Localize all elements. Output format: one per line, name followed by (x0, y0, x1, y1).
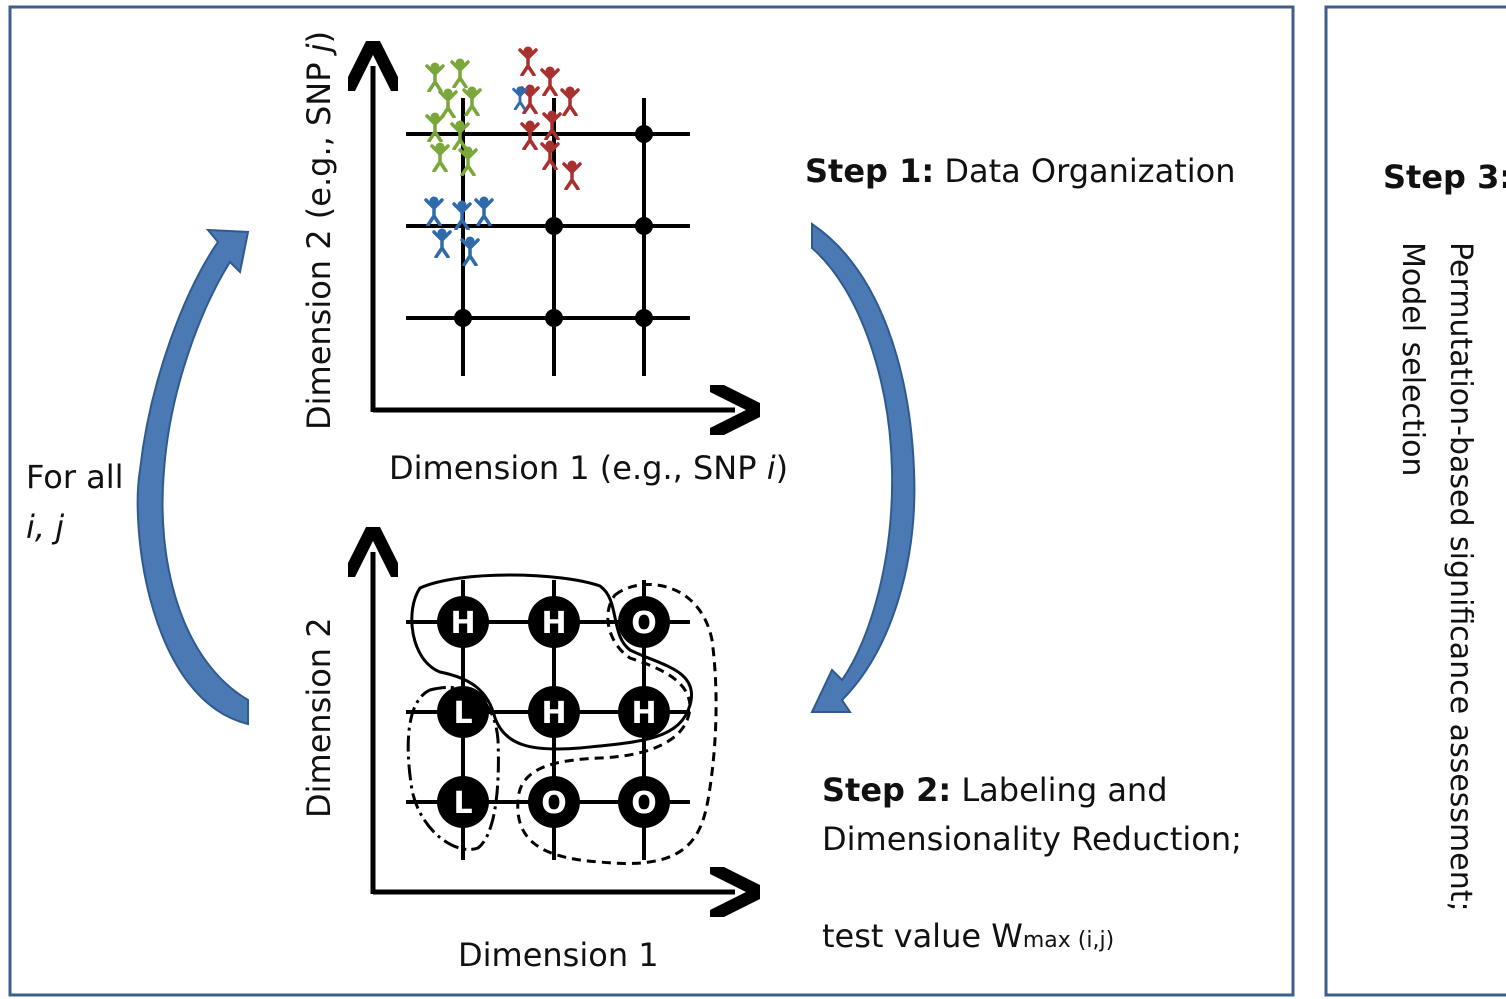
step2-text-line2: Dimensionality Reduction; (822, 820, 1242, 858)
node-grid: H H O L H H L O O (437, 596, 670, 828)
other-outline (516, 583, 718, 865)
step3-line2: Model selection (1395, 242, 1430, 477)
right-curved-arrow-icon (810, 222, 916, 713)
people-cluster-icon-red (518, 46, 582, 190)
node-r3c1: L (437, 776, 489, 828)
svg-text:H: H (631, 696, 656, 731)
low-risk-outline (406, 685, 500, 851)
svg-text:H: H (541, 696, 566, 731)
step2-test-value: test value Wmax (i,j) (822, 917, 1115, 955)
svg-text:O: O (631, 606, 657, 641)
step3-heading: Step 3: (1383, 158, 1506, 196)
step2-heading: Step 2: Labeling and (822, 771, 1168, 809)
top-plot-grid-dots (454, 125, 653, 327)
high-risk-outline (410, 573, 694, 751)
svg-text:L: L (453, 696, 472, 731)
top-x-axis-label: Dimension 1 (e.g., SNP i) (389, 449, 789, 487)
step3-line1: Permutation-based significance assessmen… (1443, 242, 1478, 912)
node-r2c1: L (437, 686, 489, 738)
top-y-axis-label: Dimension 2 (e.g., SNP j) (300, 30, 338, 430)
node-r2c3: H (618, 686, 670, 738)
svg-text:L: L (453, 786, 472, 821)
left-panel (8, 5, 1295, 997)
svg-text:O: O (541, 786, 567, 821)
node-r3c3: O (618, 776, 670, 828)
right-panel (1324, 5, 1506, 997)
node-r1c1: H (437, 596, 489, 648)
node-r1c3: O (618, 596, 670, 648)
svg-text:H: H (450, 606, 475, 641)
loop-label: For all (26, 458, 124, 496)
bottom-x-axis-label: Dimension 1 (458, 936, 659, 974)
node-r3c2: O (528, 776, 580, 828)
left-curved-arrow-icon (136, 228, 250, 726)
node-r1c2: H (528, 596, 580, 648)
people-cluster-icon-green (425, 58, 482, 176)
node-r2c2: H (528, 686, 580, 738)
loop-vars: i, j (26, 508, 65, 546)
step1-heading: Step 1: Data Organization (805, 152, 1236, 190)
svg-text:O: O (631, 786, 657, 821)
svg-text:H: H (541, 606, 566, 641)
bottom-y-axis-label: Dimension 2 (300, 617, 338, 818)
